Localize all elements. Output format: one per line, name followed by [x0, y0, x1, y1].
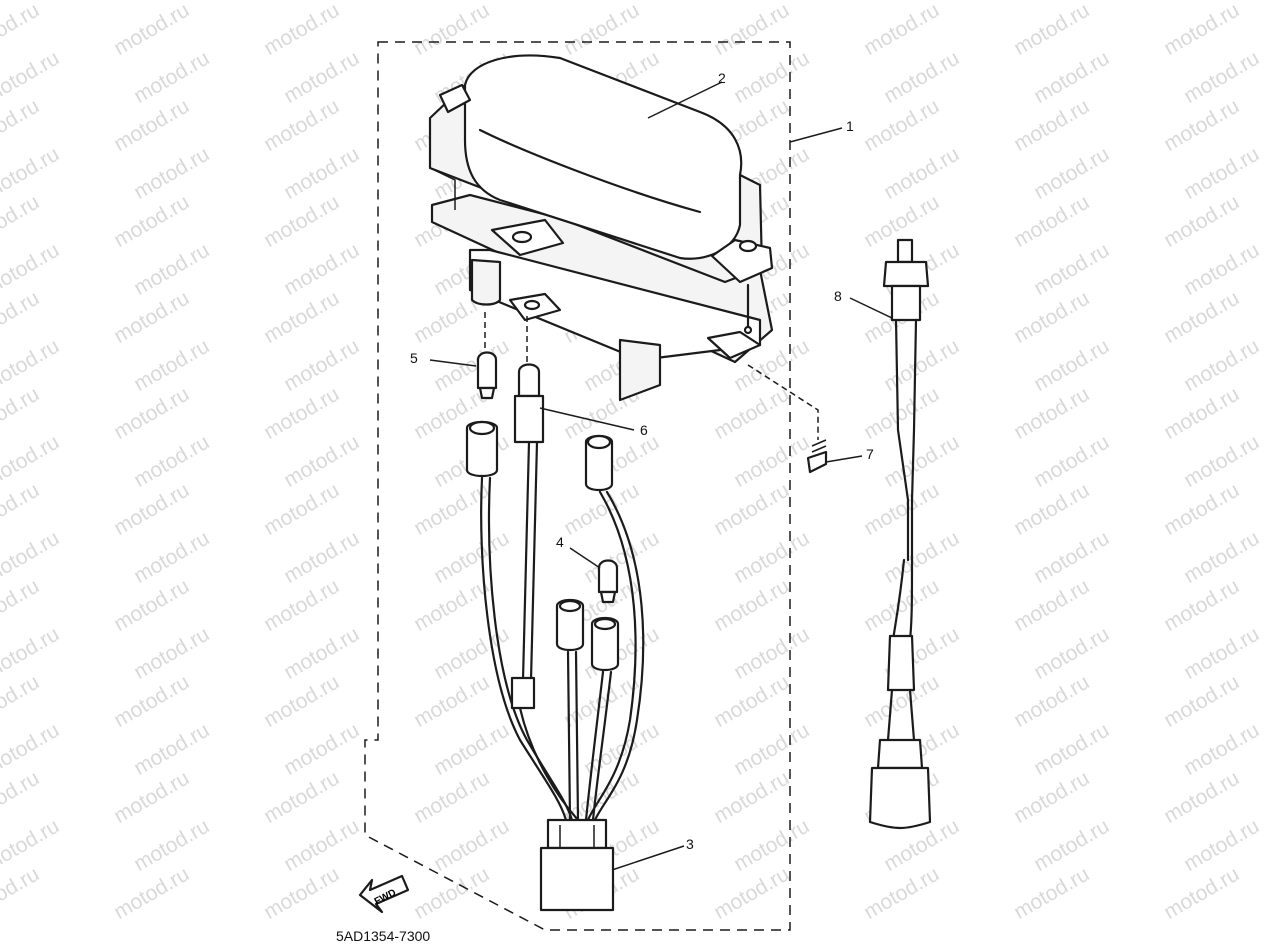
diagram-code: 5AD1354-7300	[336, 928, 431, 944]
callout-6: 6	[640, 422, 648, 438]
meter-cable	[868, 238, 932, 830]
callout-2: 2	[718, 70, 726, 86]
callout-4: 4	[556, 534, 564, 550]
wiring-harness	[465, 420, 645, 912]
leader-lines	[429, 81, 893, 871]
callout-8: 8	[834, 288, 842, 304]
callout-3: 3	[686, 836, 694, 852]
bulb-5	[476, 312, 498, 400]
assembly-boundary	[364, 41, 791, 931]
callout-7: 7	[866, 446, 874, 462]
meter-housing	[428, 54, 774, 402]
screw-7	[747, 364, 828, 474]
bulb-4	[597, 559, 619, 604]
bulb-6	[513, 316, 545, 444]
callout-1: 1	[846, 118, 854, 134]
callout-5: 5	[410, 350, 418, 366]
fwd-arrow	[358, 874, 410, 914]
